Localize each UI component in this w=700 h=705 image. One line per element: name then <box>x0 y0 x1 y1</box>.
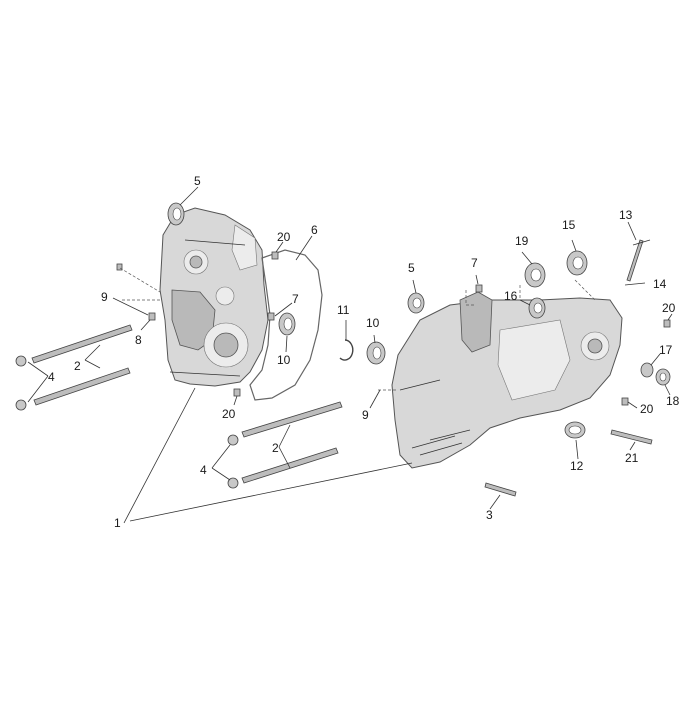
callout-20: 20 <box>640 402 654 416</box>
callout-4: 4 <box>48 370 55 384</box>
callout-20: 20 <box>222 407 236 421</box>
callout-5: 5 <box>194 174 201 188</box>
nuts-left <box>15 355 27 411</box>
bearing-15 <box>566 250 588 276</box>
callout-labels: 5 20 6 9 7 8 10 2 4 20 2 4 1 5 7 11 10 9… <box>48 174 680 530</box>
callout-20: 20 <box>662 301 676 315</box>
right-crankcase-half <box>391 291 623 469</box>
oil-seal-12 <box>564 421 586 439</box>
callout-1: 1 <box>114 516 121 530</box>
circlip <box>339 339 354 361</box>
nuts-center <box>227 434 239 489</box>
callout-2: 2 <box>74 359 81 373</box>
stud-bolts-left <box>31 324 133 406</box>
bearing-right <box>366 341 386 365</box>
oil-seal-17-18 <box>640 362 671 386</box>
oil-seal-left <box>167 202 185 226</box>
callout-3: 3 <box>486 508 493 522</box>
dowel-pin <box>148 312 156 321</box>
dowel-pin <box>621 397 629 406</box>
callout-21: 21 <box>625 451 639 465</box>
callout-17: 17 <box>659 343 673 357</box>
callout-11: 11 <box>337 303 350 317</box>
callout-9: 9 <box>101 290 108 304</box>
callout-10: 10 <box>366 316 380 330</box>
bearing-19 <box>524 262 546 288</box>
dowel-pin <box>663 319 671 328</box>
leader-lines <box>27 186 673 524</box>
dowel-pin <box>267 312 275 321</box>
callout-14: 14 <box>653 277 667 291</box>
dowel-pin <box>271 251 279 260</box>
oil-seal-right <box>407 292 425 314</box>
callout-12: 12 <box>570 459 584 473</box>
bearing-left <box>278 312 296 336</box>
bolt-21 <box>610 429 653 445</box>
stud-bolts-center <box>241 401 343 484</box>
callout-18: 18 <box>666 394 680 408</box>
callout-10: 10 <box>277 353 291 367</box>
callout-6: 6 <box>311 223 318 237</box>
callout-8: 8 <box>135 333 142 347</box>
callout-5: 5 <box>408 261 415 275</box>
callout-20: 20 <box>277 230 291 244</box>
callout-9: 9 <box>362 408 369 422</box>
callout-19: 19 <box>515 234 529 248</box>
left-crankcase-half <box>159 207 269 387</box>
callout-4: 4 <box>200 463 207 477</box>
callout-7: 7 <box>471 256 478 270</box>
dipstick-13 <box>626 239 651 282</box>
callout-13: 13 <box>619 208 633 222</box>
dowel-pin <box>233 388 241 397</box>
bearing-16 <box>528 297 546 319</box>
callout-15: 15 <box>562 218 576 232</box>
callout-7: 7 <box>292 292 299 306</box>
dowel-pin <box>475 284 483 293</box>
callout-2: 2 <box>272 441 279 455</box>
bolt-3 <box>484 482 517 497</box>
callout-16: 16 <box>504 289 518 303</box>
gasket <box>249 249 323 401</box>
dowel-pin <box>116 263 123 271</box>
